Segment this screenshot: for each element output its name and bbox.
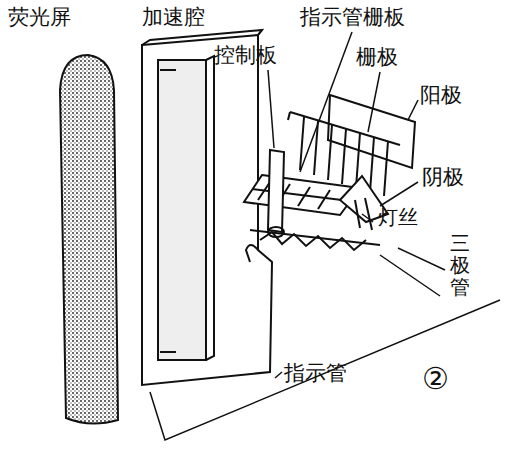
part-label: 阳极 (420, 84, 462, 107)
callout-number: ② (422, 362, 449, 395)
part-label: 阴极 (422, 166, 464, 189)
part-label: 三极管 (450, 232, 470, 298)
part-label: 荧光屏 (8, 6, 71, 29)
part-label: 灯丝 (378, 206, 418, 228)
part-label: 指示管栅板 (300, 6, 405, 29)
screen-shape (60, 55, 118, 424)
chamber-shape (142, 30, 272, 385)
part-label: 加速腔 (142, 6, 205, 29)
part-label: 栅极 (356, 46, 398, 69)
part-label: 指示管 (284, 362, 347, 385)
leader-lines (150, 32, 500, 440)
part-label: 控制板 (214, 44, 277, 67)
